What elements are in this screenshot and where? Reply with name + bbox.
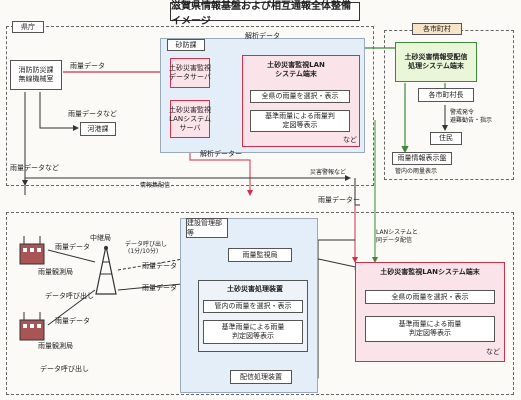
gauge-station-1-icon	[19, 236, 45, 265]
label-rain-data-etc-2: 雨量データなど	[10, 164, 59, 172]
criteria-bottom-line-2: 判定図等表示	[409, 329, 451, 337]
muni-system-line-2: 処理システム端末	[408, 62, 464, 70]
etc-bottom: など	[486, 348, 500, 356]
sabo-lan-server-line-3: サーバ	[179, 123, 201, 132]
gauge-station-2-icon	[19, 312, 45, 341]
label-warning: 警戒発令	[450, 109, 475, 116]
gauge-station-1: 雨量観測局	[38, 268, 73, 276]
relay-tower-icon	[95, 245, 117, 295]
etc-top: など	[343, 136, 357, 144]
select-rain-bottom: 全県の雨量を選択・表示	[365, 290, 495, 304]
label-rain-data-3: 雨量データー	[318, 196, 360, 204]
relay-label: 中継局	[90, 234, 111, 242]
label-rain-data-6: 雨量データ	[55, 317, 90, 325]
criteria-bottom: 基準雨量による雨量 判定図等表示	[365, 316, 495, 342]
region-prefecture-label: 県庁	[12, 21, 44, 33]
label-evac: 避難勧告・指示	[450, 117, 493, 124]
region-public-works-label: 建設管理部等	[186, 218, 228, 238]
sabo-lan-server: 土砂災害監視 LANシステム サーバ	[169, 100, 211, 138]
region-sabo-label: 砂防課	[167, 39, 205, 51]
label-rain-data-5: 雨量データ	[142, 262, 177, 270]
label-data-call-2: データ呼び出し	[45, 292, 94, 300]
fire-radio-line-2: 無線機械室	[18, 75, 54, 83]
select-rain-top: 全県の雨量を選択・表示	[250, 90, 350, 103]
label-rain-data-4: 雨量データ	[55, 243, 90, 251]
criteria-mid-line-1: 基準雨量による雨量	[221, 323, 285, 331]
lan-terminal-bottom-group	[355, 262, 505, 362]
label-lan-note-2: 同データ配信	[376, 237, 413, 244]
label-analysis-data-mid: 解析データー	[200, 150, 242, 158]
region-public-works	[6, 212, 514, 395]
criteria-top-line-2: 定図等表示	[282, 121, 318, 129]
distribution: 配信処理装置	[230, 370, 292, 384]
lan-terminal-bottom: 土砂災害監視LANシステム端末	[380, 267, 480, 276]
rain-display-note: 管内の雨量表示	[395, 168, 438, 175]
region-municipality-label: 各市町村	[412, 23, 462, 35]
sabo-lan-server-line-1: 土砂災害監視	[169, 105, 211, 114]
label-data-call-1b: (1分/10分)	[128, 248, 159, 255]
criteria-bottom-line-1: 基準雨量による雨量	[398, 320, 462, 328]
label-data-call-1: データ呼び出し	[125, 241, 168, 248]
gauge-station-2: 雨量観測局	[38, 342, 73, 350]
label-lan-note-1: LANシステムと	[376, 229, 418, 236]
lan-terminal-top-line-1: 土砂災害監視LAN	[267, 61, 325, 69]
label-info-collect: 情報集配信	[140, 182, 171, 189]
label-data-call-3: データ呼び出し	[40, 365, 89, 373]
lan-terminal-top-title: 土砂災害監視LAN システム端末	[256, 60, 336, 80]
fire-radio-line-1: 消防防災課	[18, 66, 54, 74]
river-port: 河港課	[80, 122, 116, 136]
sabo-lan-server-line-2: LANシステム	[169, 114, 211, 123]
residents: 住民	[430, 132, 462, 145]
sabo-processor: 土砂災害処理装置	[227, 284, 283, 293]
criteria-mid-line-2: 判定図等表示	[232, 332, 274, 340]
select-area: 管内の雨量を選択・表示	[203, 300, 303, 313]
rain-display: 雨量情報表示盤	[392, 152, 452, 165]
label-analysis-data-top: 解析データ	[245, 32, 280, 40]
label-rain-data-1: 雨量データ	[70, 62, 105, 70]
muni-system: 土砂災害情報受配信 処理システム端末	[395, 42, 477, 82]
label-rain-data-etc-1: 雨量データなど	[68, 110, 117, 118]
page-title: 滋賀県情報基盤および相互通報全体整備イメージ	[170, 1, 360, 27]
criteria-mid: 基準雨量による雨量 判定図等表示	[203, 320, 303, 344]
criteria-top: 基準雨量による雨量判 定図等表示	[250, 110, 350, 132]
fire-radio-room: 消防防災課 無線機械室	[10, 60, 62, 90]
sabo-data-server-line-1: 土砂災害監視	[169, 64, 211, 72]
criteria-top-line-1: 基準雨量による雨量判	[265, 112, 335, 120]
sabo-data-server-line-2: データサーバ	[169, 73, 211, 81]
sabo-data-server: 土砂災害監視 データサーバ	[169, 58, 211, 88]
lan-terminal-top-line-2: システム端末	[275, 70, 317, 78]
mayor: 各市町村長	[418, 88, 474, 102]
label-rain-data-7: 雨量データ	[142, 284, 177, 292]
region-prefecture	[6, 26, 374, 186]
rain-monitor: 雨量監視局	[228, 248, 292, 262]
label-disaster-alert: 災害警報など	[310, 169, 347, 176]
muni-system-line-1: 土砂災害情報受配信	[404, 53, 468, 61]
